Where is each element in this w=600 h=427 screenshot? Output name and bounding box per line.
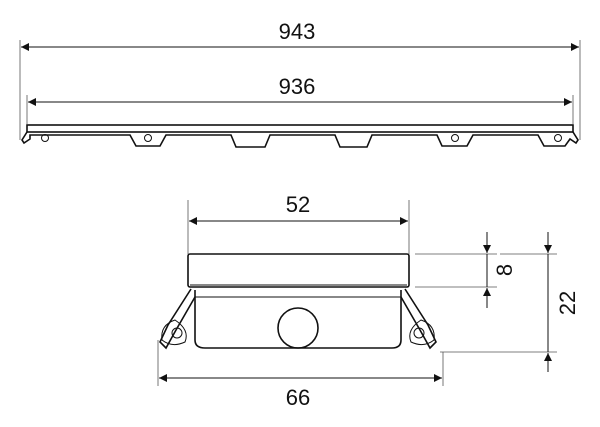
- dimension-936: 936: [26, 74, 574, 124]
- dimension-22: 22: [440, 232, 580, 372]
- dimension-8: 8: [415, 232, 517, 308]
- dimension-943: 943: [19, 19, 581, 140]
- channel-section: [159, 253, 437, 350]
- dimension-label-8: 8: [492, 264, 517, 276]
- dimension-label-52: 52: [286, 192, 310, 217]
- dimension-label-943: 943: [279, 19, 316, 44]
- dimension-label-936: 936: [279, 74, 316, 99]
- dimension-52: 52: [187, 192, 410, 254]
- dimension-label-22: 22: [555, 291, 580, 315]
- rail-profile: [21, 124, 579, 148]
- dimension-66: 66: [157, 340, 444, 410]
- dimension-label-66: 66: [286, 385, 310, 410]
